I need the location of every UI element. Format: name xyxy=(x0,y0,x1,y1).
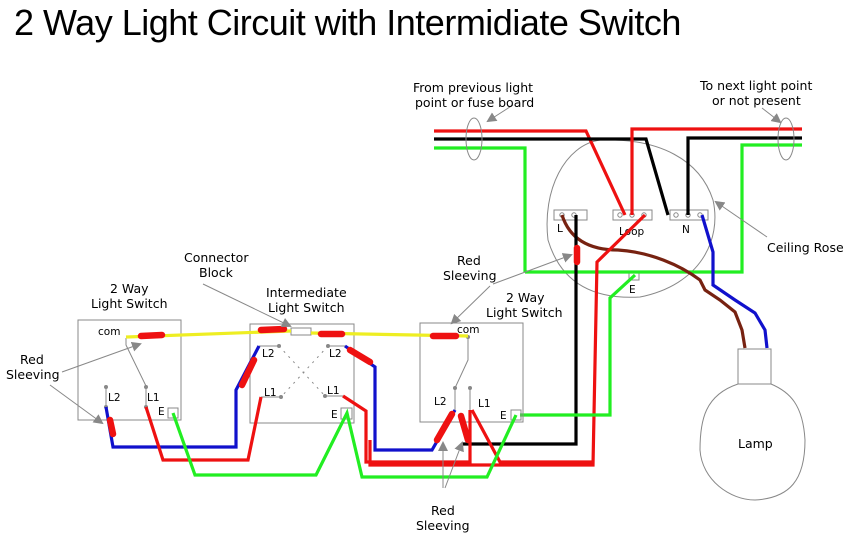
from-previous-label-1: From previous light xyxy=(413,80,533,95)
right-switch-title-1: 2 Way xyxy=(506,290,545,305)
left-switch-title-1: 2 Way xyxy=(110,281,149,296)
lamp-live-wire xyxy=(560,214,747,349)
connector-block-label-1: Connector xyxy=(184,250,249,265)
red-sleeving-left-l2 xyxy=(106,416,117,438)
int-earth-label: E xyxy=(331,409,338,421)
supply-cables xyxy=(434,117,802,274)
to-next-label-2: or not present xyxy=(712,93,801,108)
lamp-holder xyxy=(737,348,772,385)
left-switch-l2-label: L2 xyxy=(108,392,121,404)
int-l1-left-label: L1 xyxy=(264,387,277,399)
intermediate-title-1: Intermediate xyxy=(266,285,347,300)
int-l1-right-label: L1 xyxy=(327,385,340,397)
red-sleeving-left-label-2: Sleeving xyxy=(6,367,60,382)
int-l2-left-label: L2 xyxy=(262,348,275,360)
to-next-arrow xyxy=(761,107,782,124)
red-sleeving-int-l2 xyxy=(238,356,258,389)
intermediate-title-2: Light Switch xyxy=(268,300,345,315)
lamp: Lamp xyxy=(699,348,806,501)
to-next-label-1: To next light point xyxy=(699,78,812,93)
red-sleeving-int-a xyxy=(257,325,288,334)
right-2way-switch: com L2 L1 E xyxy=(419,322,524,423)
red-sleeving-bottom-arrow-b xyxy=(444,441,464,489)
lamp-neutral-wire xyxy=(700,214,769,349)
ceiling-rose-outline xyxy=(546,139,716,298)
intermediate-switch: L2 L2 L1 L1 E xyxy=(249,323,355,424)
red-sleeving-left-label-1: Red xyxy=(20,352,44,367)
switch-line-return xyxy=(470,409,593,464)
red-sleeving-right-l2 xyxy=(433,410,456,444)
left-switch-com-label: com xyxy=(98,326,120,338)
ceiling-rose-arrow xyxy=(714,200,768,238)
diagram-title: 2 Way Light Circuit with Intermidiate Sw… xyxy=(14,2,681,43)
strapper-red-right xyxy=(342,394,472,464)
right-switch-l2-label: L2 xyxy=(434,396,447,408)
red-sleeving-int-right xyxy=(346,346,374,366)
rose-live-label: L xyxy=(557,223,563,235)
rose-terminal-live xyxy=(553,209,588,221)
switch-live-return xyxy=(368,213,647,467)
red-sleeving-left-arrow-com xyxy=(61,341,142,373)
annotation-arrows xyxy=(49,104,782,489)
intermediate-switch-box xyxy=(249,323,355,424)
red-sleeving-right-l1 xyxy=(457,412,472,444)
left-2way-switch: com L2 L1 E xyxy=(77,319,182,421)
int-l2-right-label: L2 xyxy=(329,348,342,360)
strapper-blue-left xyxy=(104,345,261,449)
from-previous-arrow xyxy=(486,104,514,123)
right-switch-title-2: Light Switch xyxy=(486,305,563,320)
from-previous-label-2: point or fuse board xyxy=(415,95,534,110)
red-sleeving-left-com xyxy=(137,331,166,340)
red-sleeving-bottom-label-1: Red xyxy=(431,503,455,518)
switch-live-black xyxy=(462,215,578,446)
strapper-red-left xyxy=(144,396,263,462)
connector-block-arrow xyxy=(202,283,292,328)
red-sleeving-top-arrow-rose xyxy=(492,253,573,285)
left-switch-box xyxy=(77,319,182,421)
outgoing-cable-marker xyxy=(777,117,795,161)
red-sleeving-top-label-2: Sleeving xyxy=(443,268,497,283)
left-switch-earth-label: E xyxy=(158,406,165,418)
lamp-bulb xyxy=(699,383,806,501)
right-switch-earth-label: E xyxy=(500,410,507,422)
red-sleeving-bottom-label-2: Sleeving xyxy=(416,518,470,533)
rose-earth-label: E xyxy=(629,284,636,296)
rose-neutral-label: N xyxy=(682,224,690,236)
left-switch-l1-label: L1 xyxy=(147,392,160,404)
connector-block-label-2: Block xyxy=(199,265,234,280)
ceiling-rose-label: Ceiling Rose xyxy=(767,240,844,255)
left-switch-title-2: Light Switch xyxy=(91,296,168,311)
connector-block xyxy=(290,327,312,336)
red-sleeving-left-arrow-l2 xyxy=(49,384,104,425)
earth-wires xyxy=(171,408,518,479)
right-switch-l1-label: L1 xyxy=(478,398,491,410)
rose-earth-wire xyxy=(520,273,637,417)
right-switch-com-label: com xyxy=(457,324,479,336)
red-sleeving-top-label-1: Red xyxy=(457,253,481,268)
lamp-label: Lamp xyxy=(738,436,773,451)
red-sleeving-top-arrow-switch xyxy=(450,285,491,325)
incoming-cable-marker xyxy=(465,117,483,161)
